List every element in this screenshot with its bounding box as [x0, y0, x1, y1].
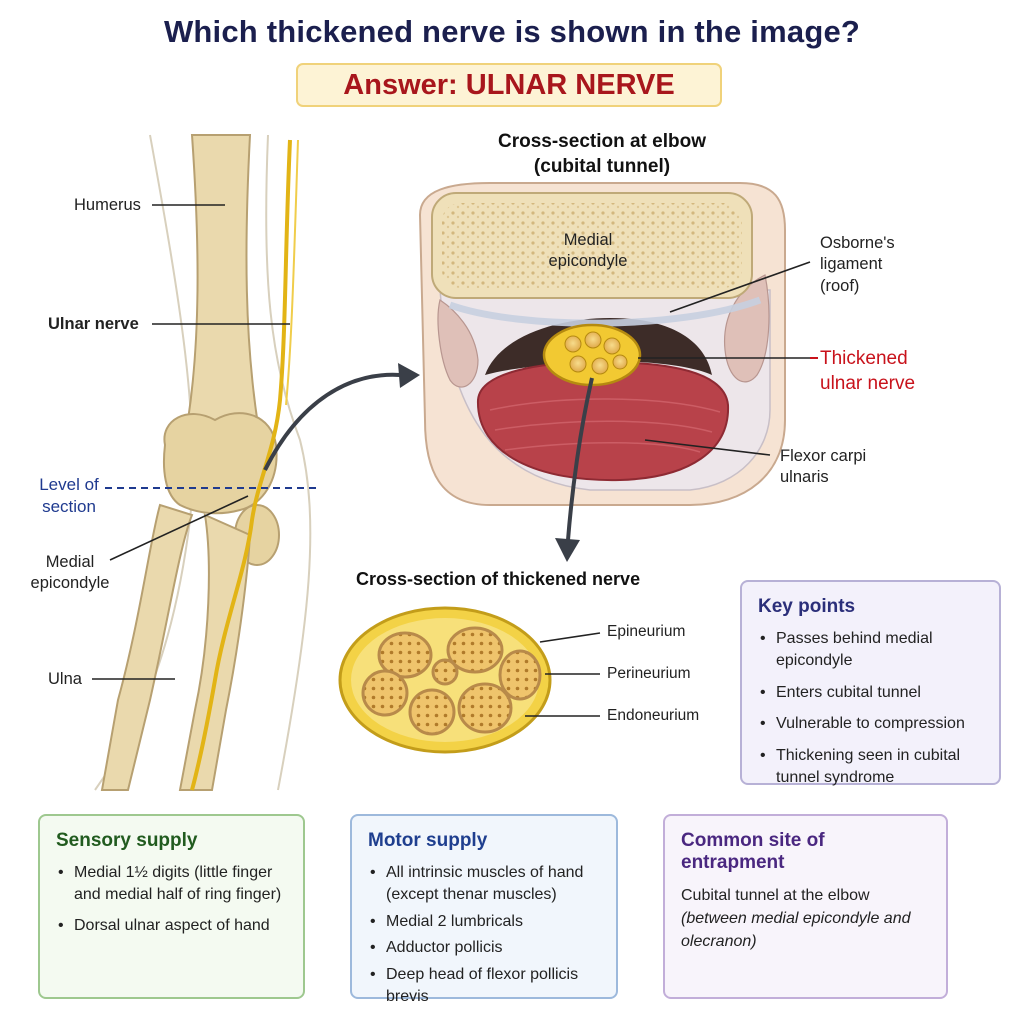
key-points-box: Key points Passes behind medial epicondy… [740, 580, 1001, 786]
radius-bone [100, 503, 194, 791]
label-ulnar-nerve: Ulnar nerve [48, 315, 139, 333]
label-medial-line2: epicondyle [30, 574, 110, 593]
list-item: Thickening seen in cubital tunnel syndro… [758, 745, 983, 790]
list-item: All intrinsic muscles of hand (except th… [368, 862, 600, 907]
list-item: Medial 1½ digits (little finger and medi… [56, 862, 287, 907]
label-level-line1: Level of [39, 475, 99, 494]
ulna-bone [178, 513, 252, 791]
elbow-cross-section [418, 182, 818, 506]
label-endoneurium: Endoneurium [607, 707, 700, 724]
list-item: Dorsal ulnar aspect of hand [56, 915, 287, 938]
elbow-heading-line1: Cross-section at elbow [498, 131, 706, 152]
entrapment-title: Common site of entrapment [681, 830, 825, 873]
list-item: Adductor pollicis [368, 937, 600, 960]
label-muscle-line1: Flexor carpi [780, 447, 867, 465]
list-item: Medial 2 lumbricals [368, 911, 600, 934]
label-humerus: Humerus [74, 196, 141, 214]
elbow-section-heading: Cross-section at elbow (cubital tunnel) [472, 130, 732, 179]
label-ligament-line3: (roof) [820, 276, 860, 295]
motor-list: All intrinsic muscles of hand (except th… [368, 862, 600, 1008]
fascicles [361, 626, 542, 736]
key-points-list: Passes behind medial epicondyle Enters c… [758, 628, 983, 789]
label-nerve-line1: Thickened [820, 348, 908, 369]
label-flexor-carpi-ulnaris: Flexor carpi ulnaris [780, 446, 866, 489]
humerus-bone [186, 134, 260, 427]
elbow-heading-line2: (cubital tunnel) [533, 155, 671, 177]
sensory-title: Sensory supply [56, 830, 198, 851]
answer-banner: Answer: ULNAR NERVE [296, 63, 722, 107]
label-epicondyle-line1: Medial [563, 231, 613, 249]
entrapment-box: Common site of entrapment Cubital tunnel… [663, 814, 948, 999]
label-osbornes-ligament: Osborne's ligament (roof) [820, 233, 895, 297]
sensory-supply-box: Sensory supply Medial 1½ digits (little … [38, 814, 305, 999]
key-points-title: Key points [758, 596, 856, 617]
page-title: Which thickened nerve is shown in the im… [163, 14, 861, 49]
motor-supply-box: Motor supply All intrinsic muscles of ha… [350, 814, 618, 1005]
arm-drawing [92, 134, 318, 791]
motor-title: Motor supply [368, 830, 488, 851]
label-epicondyle-section: Medial epicondyle [540, 230, 636, 273]
label-muscle-line2: ulnaris [780, 468, 829, 487]
list-item: Deep head of flexor pollicis brevis [368, 964, 600, 1009]
label-medial-line1: Medial [45, 553, 95, 571]
label-thickened-ulnar-nerve: Thickened ulnar nerve [820, 347, 915, 396]
label-medial-epicondyle-arm: Medial epicondyle [24, 552, 116, 595]
arrow-to-nerve-section [566, 377, 594, 541]
elbow-joint [162, 412, 278, 515]
list-item: Passes behind medial epicondyle [758, 628, 983, 673]
entrapment-note: (between medial epicondyle and olecranon… [681, 910, 911, 951]
label-level-of-section: Level of section [28, 474, 110, 518]
list-item: Enters cubital tunnel [758, 682, 983, 705]
label-ligament-line2: ligament [820, 255, 883, 274]
label-epicondyle-line2: epicondyle [548, 252, 628, 271]
ulnar-nerve-path [190, 139, 292, 791]
label-level-line2: section [42, 497, 96, 517]
nerve-section-heading: Cross-section of thickened nerve [356, 569, 641, 589]
nerve-cross-section [338, 606, 601, 754]
label-ligament-line1: Osborne's [820, 234, 895, 252]
label-perineurium: Perineurium [607, 665, 691, 682]
arrow-to-elbow-section [263, 372, 401, 471]
label-epineurium: Epineurium [607, 623, 686, 640]
label-nerve-line2: ulnar nerve [820, 372, 916, 394]
entrapment-text: Cubital tunnel at the elbow [681, 887, 870, 904]
label-ulna: Ulna [48, 670, 82, 688]
sensory-list: Medial 1½ digits (little finger and medi… [56, 862, 287, 938]
list-item: Vulnerable to compression [758, 713, 983, 736]
